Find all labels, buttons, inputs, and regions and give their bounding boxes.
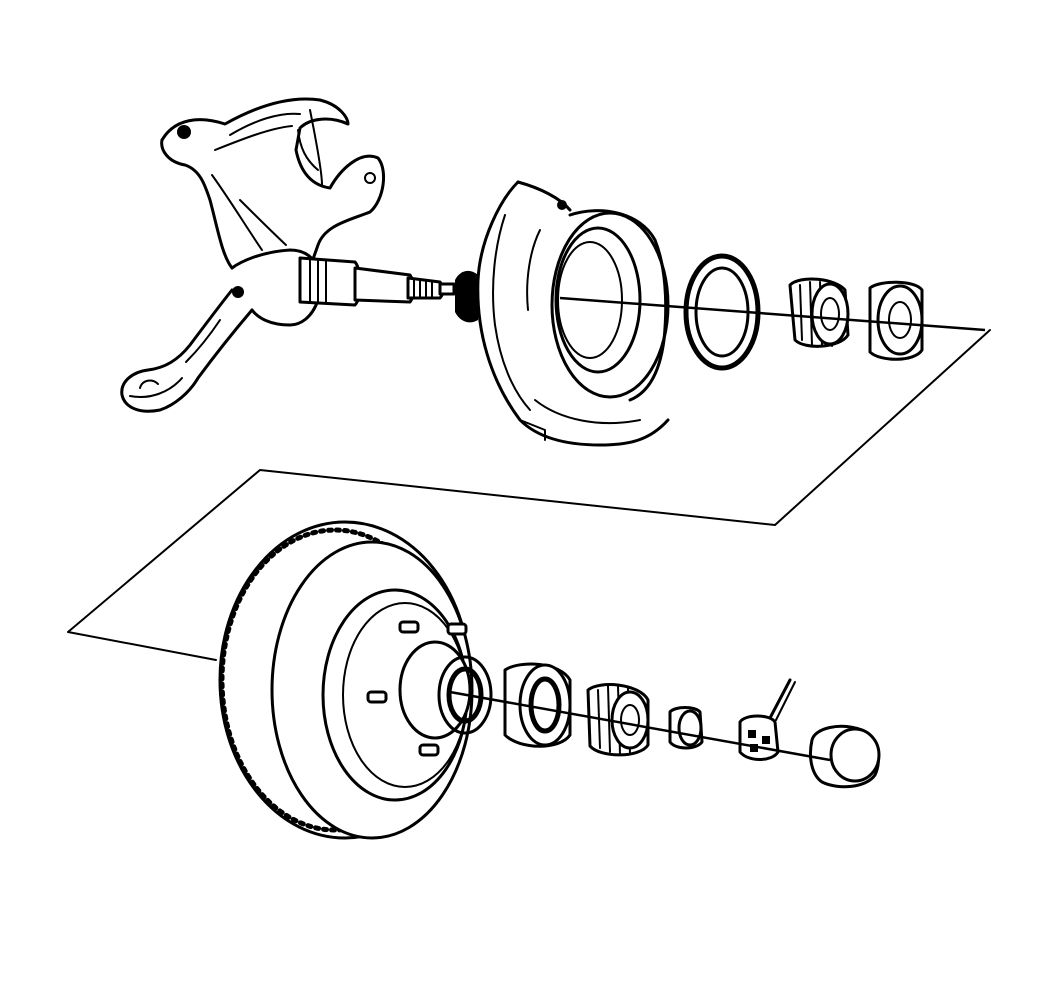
steering-knuckle-icon — [120, 97, 385, 413]
washer-icon — [668, 706, 704, 750]
bearing-cup-icon — [868, 280, 924, 361]
hub-rotor-icon — [218, 520, 493, 840]
cotter-pin-icon — [768, 678, 796, 721]
bearing-cone-icon — [788, 277, 850, 348]
splash-shield-icon — [455, 180, 670, 447]
spindle-icon — [298, 256, 456, 307]
bearing-cone-icon — [586, 683, 650, 757]
assembly-plane-outline — [67, 329, 991, 661]
dust-cap-icon — [808, 724, 881, 789]
bearing-cup-icon — [503, 662, 572, 748]
lower-axis-line — [449, 690, 831, 762]
inner-hub-bore-icon — [550, 209, 670, 402]
upper-axis-line — [559, 296, 986, 332]
castle-nut-icon — [738, 714, 780, 761]
wheel-studs — [366, 620, 468, 757]
